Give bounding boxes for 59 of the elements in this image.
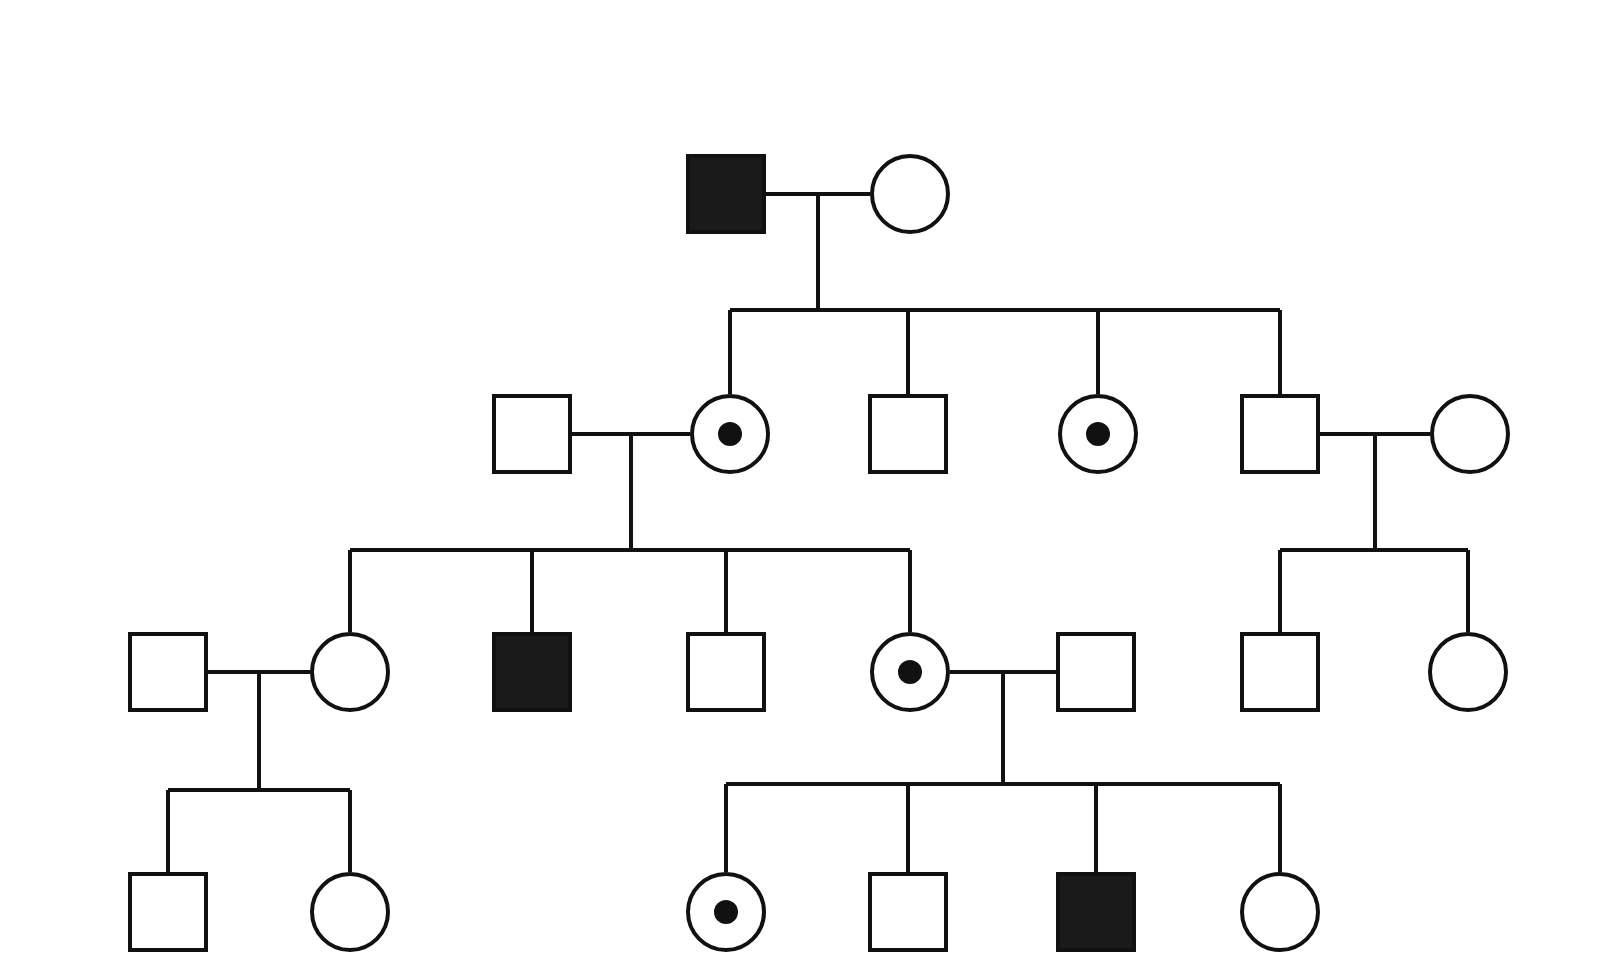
pedigree-line [908, 782, 1003, 786]
pedigree-line [766, 192, 818, 196]
pedigree-line [726, 548, 910, 552]
pedigree-line [816, 194, 820, 310]
pedigree-line [908, 550, 912, 632]
pedigree-line [631, 432, 690, 436]
pedigree-line [730, 308, 818, 312]
pedigree-line [906, 310, 910, 394]
square-symbol [128, 872, 208, 952]
pedigree-line [950, 670, 1003, 674]
pedigree-line [1003, 670, 1056, 674]
square-symbol [1240, 632, 1320, 712]
pedigree-line [166, 790, 170, 872]
pedigree-line [1096, 310, 1100, 394]
pedigree-line [532, 548, 631, 552]
square-symbol [1240, 394, 1320, 474]
pedigree-line [906, 784, 910, 872]
pedigree-line [1003, 782, 1096, 786]
square-symbol [686, 632, 766, 712]
filled-square-symbol [492, 632, 572, 712]
pedigree-line [1096, 782, 1280, 786]
pedigree-line [1373, 434, 1377, 550]
pedigree-line [908, 308, 1098, 312]
pedigree-line [1320, 432, 1375, 436]
pedigree-line [1001, 672, 1005, 784]
pedigree-line [724, 784, 728, 872]
pedigree-line [348, 550, 352, 632]
pedigree-line [530, 550, 534, 632]
pedigree-line [572, 432, 631, 436]
pedigree-line [1278, 310, 1282, 394]
square-symbol [1056, 632, 1136, 712]
pedigree-line [818, 192, 870, 196]
pedigree-line [726, 782, 908, 786]
filled-square-symbol [686, 154, 766, 234]
square-symbol [492, 394, 572, 474]
square-symbol [868, 394, 948, 474]
pedigree-line [1094, 784, 1098, 872]
square-symbol [128, 632, 208, 712]
pedigree-line [348, 790, 352, 872]
pedigree-line [350, 548, 532, 552]
pedigree-line [1466, 550, 1470, 632]
pedigree-line [257, 672, 261, 790]
pedigree-line [259, 788, 350, 792]
pedigree-line [728, 310, 732, 394]
pedigree-line [1375, 548, 1468, 552]
pedigree-line [1278, 550, 1282, 632]
pedigree-line [208, 670, 259, 674]
pedigree-line [1280, 548, 1375, 552]
pedigree-line [168, 788, 259, 792]
pedigree-line [1098, 308, 1280, 312]
pedigree-line [631, 548, 726, 552]
pedigree-line [1278, 784, 1282, 872]
pedigree-line [629, 434, 633, 550]
filled-square-symbol [1056, 872, 1136, 952]
pedigree-line [818, 308, 908, 312]
pedigree-line [259, 670, 310, 674]
square-symbol [868, 872, 948, 952]
pedigree-line [1375, 432, 1430, 436]
pedigree-line [724, 550, 728, 632]
